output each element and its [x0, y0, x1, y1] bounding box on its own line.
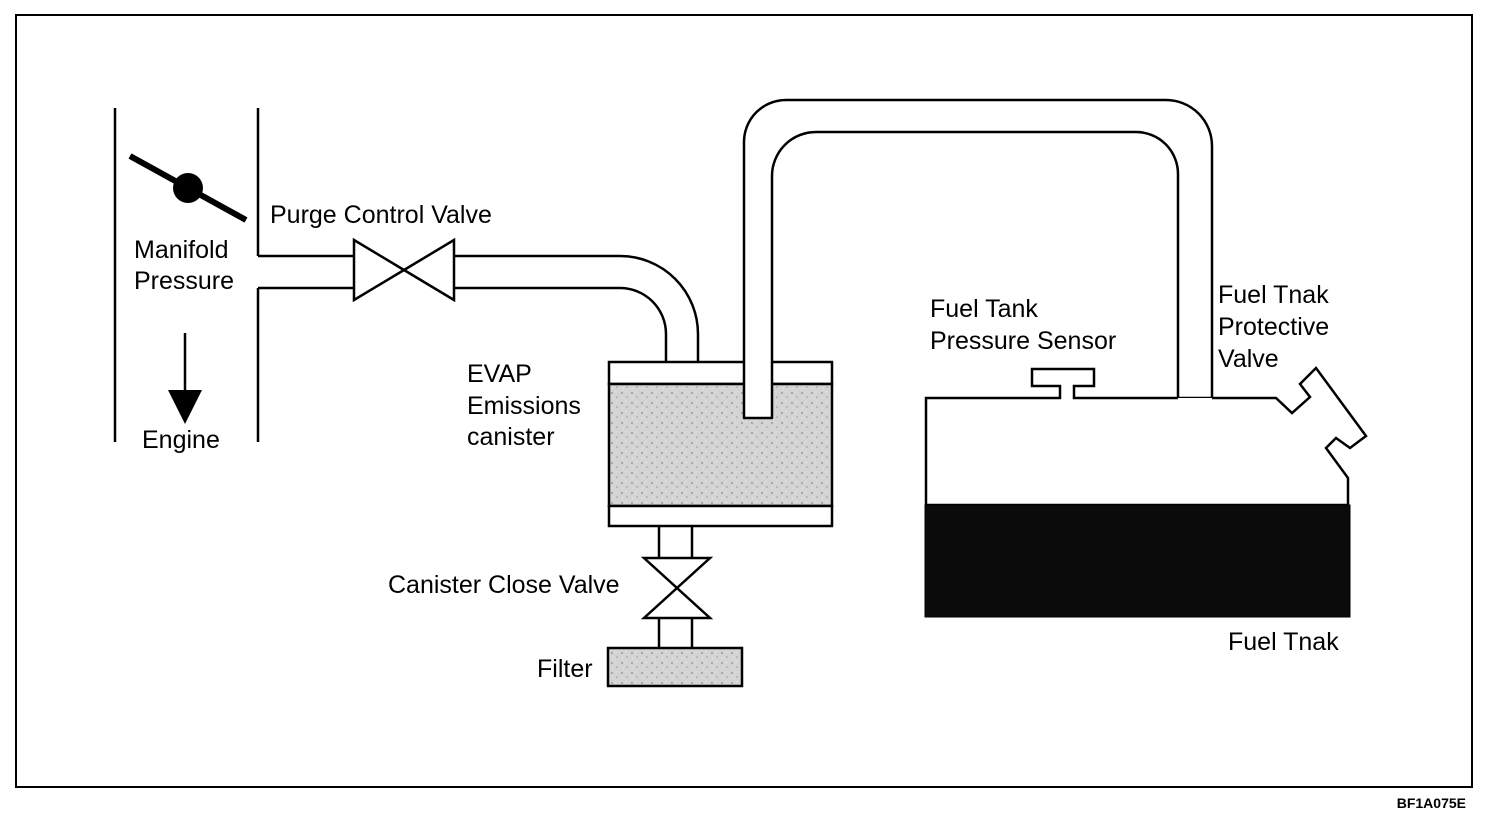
purge-control-valve-label: Purge Control Valve — [270, 201, 492, 229]
filter-label: Filter — [537, 655, 593, 683]
canister-close-valve-label: Canister Close Valve — [388, 571, 620, 599]
fuel-tank-outline — [924, 366, 1368, 507]
intake-manifold — [113, 108, 260, 442]
fuel-tank-protective-valve-label-line3: Valve — [1218, 345, 1279, 373]
fuel-tank-label: Fuel Tnak — [1228, 628, 1339, 656]
purge-control-valve-icon — [352, 237, 456, 303]
evap-canister — [607, 360, 834, 528]
fuel-tank-protective-valve-label-line1: Fuel Tnak — [1218, 281, 1329, 309]
diagram-frame — [15, 14, 1473, 788]
figure-code: BF1A075E — [1397, 795, 1466, 811]
canister-close-line — [657, 526, 694, 648]
evap-canister-label-line3: canister — [467, 423, 555, 451]
manifold-pressure-label-line1: Manifold — [134, 236, 229, 264]
engine-label: Engine — [142, 426, 220, 454]
fuel-tank-protective-valve-label-line2: Protective — [1218, 313, 1329, 341]
filter-icon — [606, 646, 744, 688]
evap-canister-label-line2: Emissions — [467, 392, 581, 420]
fuel-tank-pressure-sensor-label-line1: Fuel Tank — [930, 295, 1038, 323]
purge-line-manifold — [258, 254, 354, 290]
throttle-plate-icon — [128, 153, 248, 223]
engine-arrow-icon — [168, 333, 202, 424]
purge-line-canister — [454, 254, 700, 362]
manifold-pressure-label-line2: Pressure — [134, 267, 234, 295]
canister-close-valve-icon — [640, 556, 714, 620]
fuel-tank-pressure-sensor-label-line2: Pressure Sensor — [930, 327, 1116, 355]
fuel-level — [924, 504, 1351, 618]
evap-canister-label-line1: EVAP — [467, 360, 532, 388]
